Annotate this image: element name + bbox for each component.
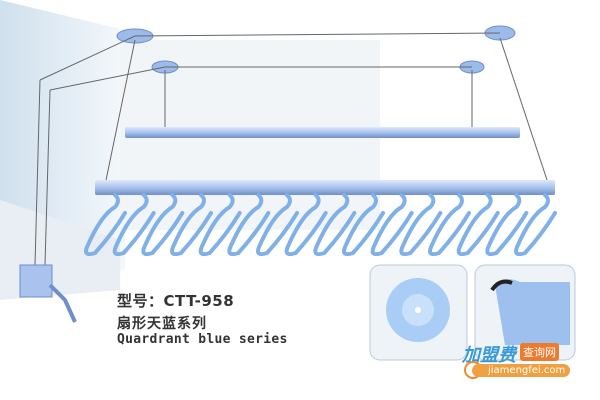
hand-crank xyxy=(19,264,77,323)
series-name-english: Quardrant blue series xyxy=(117,332,288,347)
hanger xyxy=(485,193,529,257)
hanger xyxy=(456,193,500,257)
hanger xyxy=(342,193,385,257)
hanger xyxy=(370,193,414,257)
series-name-chinese: 扇形天蓝系列 xyxy=(117,316,207,332)
hanger xyxy=(256,193,299,257)
hanger xyxy=(399,193,443,257)
lower-rail xyxy=(95,180,555,195)
hanger xyxy=(170,193,213,257)
hanger xyxy=(284,193,328,257)
hanger xyxy=(84,193,127,257)
detail-inset-rail xyxy=(474,264,576,361)
hangers xyxy=(84,193,557,257)
hanger xyxy=(141,193,185,257)
watermark-brand: 加盟费 xyxy=(462,345,516,366)
watermark-url: jiamengfei.com xyxy=(472,364,571,377)
model-number: 型号：CTT-958 xyxy=(117,292,235,310)
hanger xyxy=(112,193,156,257)
hanger xyxy=(227,193,271,257)
hanger xyxy=(198,193,242,257)
detail-inset-mount xyxy=(369,264,468,361)
watermark: 加盟费 查询网 jiamengfei.com xyxy=(462,341,572,381)
hanger xyxy=(428,193,471,257)
cables xyxy=(34,32,549,266)
upper-rail xyxy=(125,127,520,138)
hanger xyxy=(514,193,557,257)
hanger xyxy=(313,193,357,257)
watermark-tag: 查询网 xyxy=(520,343,559,361)
